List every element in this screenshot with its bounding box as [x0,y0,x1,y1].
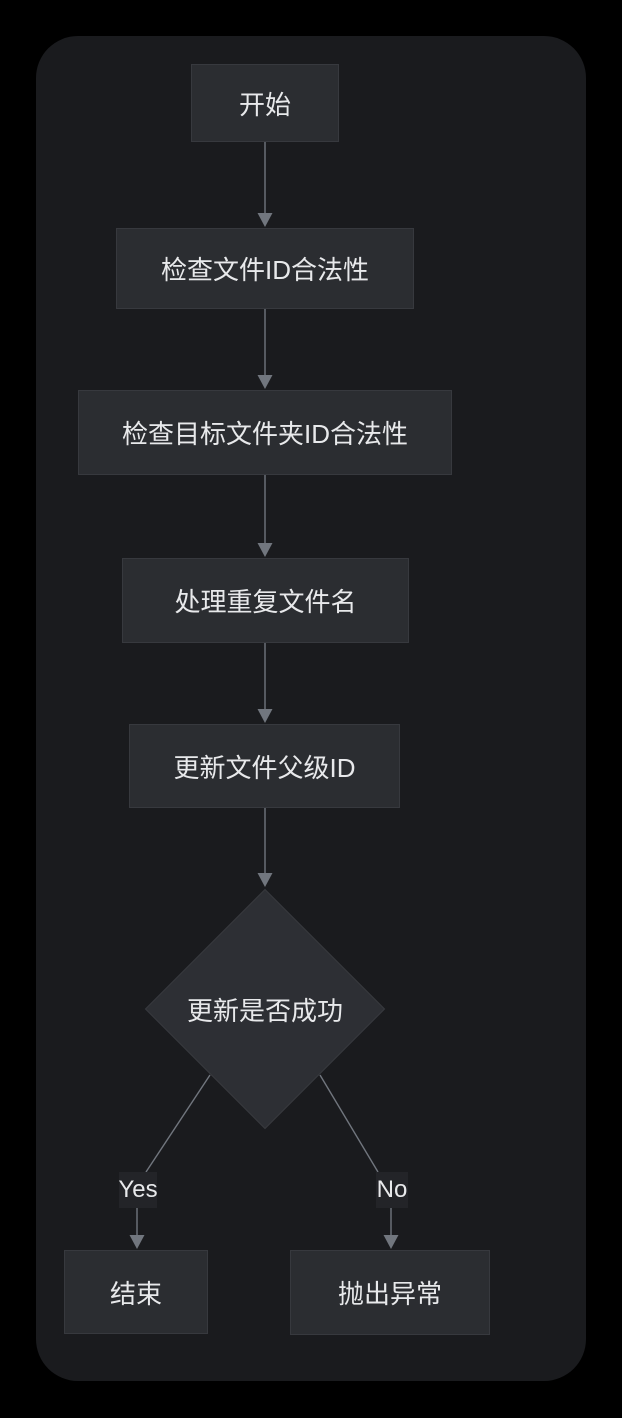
node-handle-duplicate: 处理重复文件名 [122,558,409,643]
node-update-parent: 更新文件父级ID [129,724,400,808]
node-check-folder-id-label: 检查目标文件夹ID合法性 [121,419,408,449]
arrowhead-icon [257,543,273,557]
edge-update-success-to-throw-no [319,1074,379,1173]
node-start: 开始 [191,64,339,142]
edge-label-yes: Yes [118,1172,158,1208]
edge-update-success-to-end-yes [145,1074,211,1173]
arrowhead-icon [257,213,273,227]
node-check-file-id-label: 检查文件ID合法性 [160,255,369,285]
arrowhead-icon [257,375,273,389]
node-throw-exception-label: 抛出异常 [337,1279,442,1309]
node-check-file-id: 检查文件ID合法性 [116,228,414,309]
arrowhead-icon [383,1235,399,1249]
node-throw-exception: 抛出异常 [290,1250,490,1335]
node-end: 结束 [64,1250,208,1334]
node-handle-duplicate-label: 处理重复文件名 [174,587,357,617]
arrowhead-icon [257,709,273,723]
node-update-success-label: 更新是否成功 [186,995,343,1026]
node-end-label: 结束 [109,1278,162,1309]
edge-label-no: No [376,1172,408,1208]
arrowhead-icon [257,873,273,887]
node-check-folder-id: 检查目标文件夹ID合法性 [78,390,452,475]
arrowhead-icon [129,1235,145,1249]
node-update-parent-label: 更新文件父级ID [173,752,356,783]
node-start-label: 开始 [238,89,291,120]
